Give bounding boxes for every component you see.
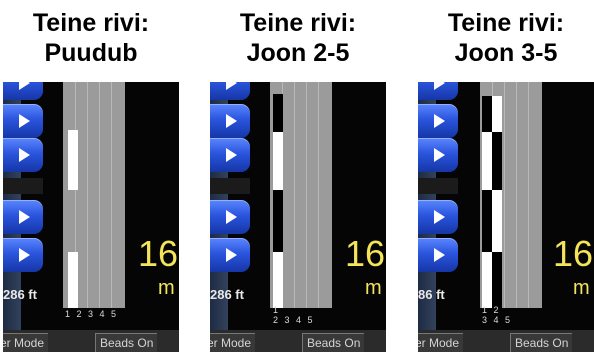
panel-none: Teine rivi: Puudub 1 2 3 4 5 16 m 286 ft…: [3, 0, 179, 352]
line-segment-black: [492, 252, 502, 308]
speed-value: 16: [553, 233, 594, 274]
lane-button[interactable]: [3, 104, 43, 138]
lane-button[interactable]: [418, 82, 458, 100]
play-triangle-icon: [226, 82, 237, 90]
beads-tab[interactable]: Beads On: [510, 333, 573, 352]
beads-tab[interactable]: Beads On: [302, 333, 365, 352]
row-labels-line-1: 1: [273, 305, 281, 315]
speed-value: 16: [138, 233, 179, 274]
lane-button[interactable]: [3, 200, 43, 234]
caption-line-2: Joon 3-5: [454, 39, 558, 67]
panel-caption: Teine rivi: Joon 3-5: [418, 8, 594, 68]
line-segment-white: [273, 132, 283, 190]
play-triangle-icon: [434, 114, 445, 128]
bottom-bar: er Mode Beads On: [210, 330, 386, 352]
play-triangle-icon: [226, 114, 237, 128]
lane-button[interactable]: [3, 238, 43, 272]
lane-button[interactable]: [210, 104, 250, 138]
lane-button[interactable]: [3, 138, 43, 172]
line-segment-white: [68, 130, 78, 190]
caption-line-2: Joon 2-5: [246, 39, 350, 67]
lane-button[interactable]: [3, 82, 43, 100]
play-triangle-icon: [226, 248, 237, 262]
play-triangle-icon: [434, 248, 445, 262]
line-segment-white: [482, 132, 492, 190]
mode-tab[interactable]: er Mode: [418, 333, 464, 352]
row-labels-line-1: 1 2: [482, 305, 501, 315]
caption-line-1: Teine rivi:: [447, 9, 565, 37]
panel-caption: Teine rivi: Puudub: [3, 8, 179, 68]
caption-line-2: Puudub: [44, 39, 138, 67]
mode-tab[interactable]: er Mode: [3, 333, 49, 352]
play-triangle-icon: [19, 148, 30, 162]
row-labels-line-2: 2 3 4 5: [273, 315, 315, 325]
row-labels-line-1: 1 2 3 4 5: [65, 309, 119, 319]
distance-readout: 286 ft: [210, 287, 244, 302]
mode-tab[interactable]: er Mode: [210, 333, 256, 352]
line-segment-black: [273, 94, 283, 132]
play-triangle-icon: [434, 82, 445, 90]
caption-line-1: Teine rivi:: [239, 9, 357, 37]
line-segment-black: [482, 96, 492, 132]
line-segment-black: [492, 132, 502, 190]
row-labels-line-2: 3 4 5: [482, 315, 513, 325]
lane-button[interactable]: [418, 200, 458, 234]
speed-value: 16: [345, 233, 386, 274]
play-triangle-icon: [19, 82, 30, 90]
play-triangle-icon: [226, 210, 237, 224]
speed-unit: m: [158, 277, 175, 299]
separator: [210, 178, 250, 194]
play-triangle-icon: [19, 210, 30, 224]
screen-crop: 1 2 3 4 5 16 m 286 ft er Mode Beads On: [210, 82, 386, 352]
line-segment-black: [273, 190, 283, 252]
line-segment-white: [492, 190, 502, 252]
separator: [418, 178, 458, 194]
line-segment-white: [273, 252, 283, 308]
speed-unit: m: [573, 277, 590, 299]
panel-line-2-5: Teine rivi: Joon 2-5 1 2 3 4 5 16 m 286 …: [210, 0, 386, 352]
play-triangle-icon: [226, 148, 237, 162]
distance-readout: 86 ft: [418, 287, 445, 302]
lane-button[interactable]: [210, 238, 250, 272]
speed-unit: m: [365, 277, 382, 299]
line-segment-black: [482, 190, 492, 252]
caption-line-1: Teine rivi:: [32, 9, 150, 37]
line-segment-white: [68, 252, 78, 308]
screen-crop: 1 2 3 4 5 16 m 286 ft er Mode Beads On: [3, 82, 179, 352]
lane-button[interactable]: [418, 104, 458, 138]
play-triangle-icon: [434, 148, 445, 162]
screen-crop: 1 2 3 4 5 16 m 86 ft er Mode Beads On: [418, 82, 594, 352]
play-triangle-icon: [19, 114, 30, 128]
separator: [3, 178, 43, 194]
beads-tab[interactable]: Beads On: [95, 333, 158, 352]
lane-button[interactable]: [418, 138, 458, 172]
line-segment-white: [482, 252, 492, 308]
lane-button[interactable]: [210, 200, 250, 234]
lane-button[interactable]: [418, 238, 458, 272]
lane-button[interactable]: [210, 82, 250, 100]
play-triangle-icon: [434, 210, 445, 224]
panel-line-3-5: Teine rivi: Joon 3-5 1 2 3 4 5 16 m 86 f…: [418, 0, 594, 352]
play-triangle-icon: [19, 248, 30, 262]
distance-readout: 286 ft: [3, 287, 37, 302]
panel-caption: Teine rivi: Joon 2-5: [210, 8, 386, 68]
bottom-bar: er Mode Beads On: [3, 330, 179, 352]
line-segment-white: [492, 96, 502, 132]
bottom-bar: er Mode Beads On: [418, 330, 594, 352]
lane-button[interactable]: [210, 138, 250, 172]
